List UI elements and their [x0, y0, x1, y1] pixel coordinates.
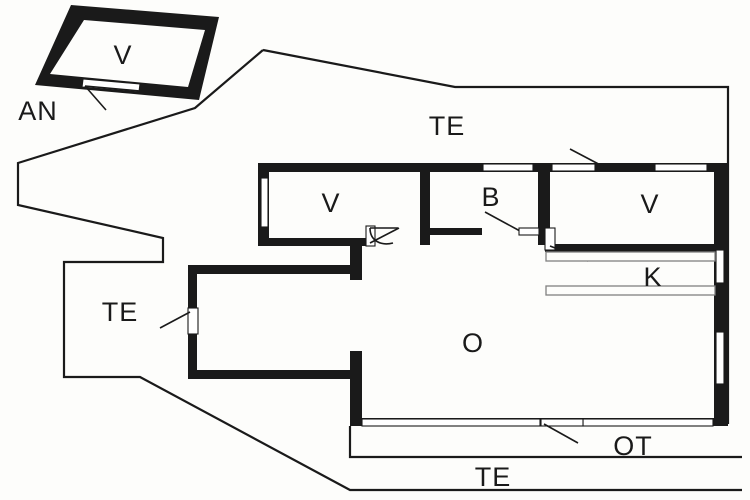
patio-door-north-swing[interactable]: [569, 148, 609, 170]
label-covered-terrace: OT: [613, 431, 653, 461]
window-south-b: [582, 418, 714, 427]
label-kitchen: K: [643, 262, 662, 292]
kitchen-counter-lower: [545, 285, 716, 296]
covered-terrace-group: [348, 426, 742, 459]
terrace-outline-path: [262, 48, 730, 424]
annex-structure: [35, 5, 219, 111]
window-south-a: [361, 418, 541, 427]
terrace-west-door-gap[interactable]: [187, 307, 199, 335]
bedroom-left-door-swing[interactable]: [369, 227, 398, 245]
wall-lowerleft-west-upper: [188, 265, 197, 309]
terrace-west-outline-path: [16, 49, 742, 492]
label-terrace-top: TE: [429, 111, 466, 141]
bedroom-left-door-gap[interactable]: [365, 225, 376, 247]
windows-group: [260, 163, 725, 427]
wall-lowerleft-west-lower: [188, 333, 197, 379]
window-bathroom-north: [482, 163, 534, 172]
label-annex-tag: AN: [18, 96, 58, 126]
label-annex-bedroom: V: [113, 40, 132, 70]
label-terrace-left: TE: [102, 297, 139, 327]
wall-east-exterior: [714, 163, 728, 425]
wall-bathroom-bottom-left: [430, 228, 482, 235]
wall-lowerleft-bottom: [188, 370, 360, 379]
wall-living-south-left-stub: [350, 379, 362, 426]
patio-door-south-gap[interactable]: [540, 418, 584, 427]
terrace-west-door-swing[interactable]: [159, 311, 191, 329]
room-labels-group: V AN TE V B V K TE O OT TE: [18, 40, 662, 492]
window-bedroom-left-west: [260, 177, 269, 228]
label-bedroom-left: V: [321, 188, 340, 218]
label-terrace-bottom: TE: [475, 462, 512, 492]
patio-door-south-swing[interactable]: [543, 423, 579, 444]
label-bedroom-right: V: [640, 189, 659, 219]
kitchen-counter-upper: [545, 251, 716, 262]
window-east-upper: [715, 249, 725, 284]
annex-door-leaf[interactable]: [84, 85, 141, 92]
bedroom-left-door-leaf[interactable]: [369, 227, 400, 244]
annex-door-swing[interactable]: [84, 85, 107, 111]
wall-partition-bath-bedroom-right: [538, 163, 550, 245]
wall-bedroom-left-bottom: [258, 238, 366, 246]
label-living-room: O: [462, 328, 484, 358]
window-bedroom-right-north-b: [654, 163, 708, 172]
wall-partition-bedroom-bath: [420, 163, 430, 245]
annex-door-gap[interactable]: [81, 78, 141, 93]
bathroom-door-swing[interactable]: [484, 211, 521, 232]
label-bathroom: B: [481, 182, 500, 212]
wall-bedroom-right-bottom: [545, 244, 717, 252]
wall-lowerleft-top: [188, 265, 360, 274]
window-bedroom-right-north-a: [551, 163, 596, 172]
covered-terrace-outline: [348, 426, 742, 459]
window-east-lower: [715, 331, 725, 385]
annex-wall-outer: [35, 5, 219, 100]
bedroom-right-door-gap[interactable]: [544, 227, 556, 251]
kitchen-strips-group: [545, 251, 716, 296]
wall-lowerleft-east: [350, 351, 362, 379]
bathroom-door-gap[interactable]: [518, 227, 540, 236]
